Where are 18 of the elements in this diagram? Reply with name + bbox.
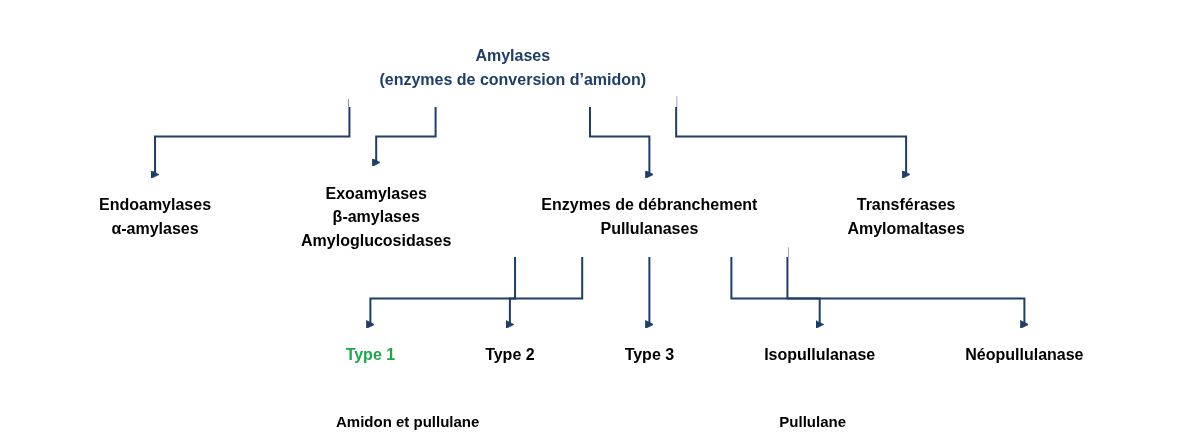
node-text: Exoamylases β-amylases Amyloglucosidases: [300, 184, 452, 250]
group-label: Amidon et pullulane: [336, 413, 480, 430]
group-label: Pullulane: [779, 413, 846, 430]
node-text: Endoamylases α-amylases: [98, 196, 211, 238]
node-text: Amylases (enzymes de conversion d’amidon): [379, 46, 646, 88]
node-text: Isopullulanase: [763, 346, 875, 364]
arrow: [644, 255, 654, 329]
arrow: [371, 105, 437, 167]
node-text: Type 1: [345, 346, 395, 364]
arrow: [505, 255, 583, 329]
arrow: [588, 105, 654, 179]
node-text: Transférases Amylomaltases: [847, 196, 965, 238]
node-text: Enzymes de débranchement Pullulanases: [541, 196, 758, 238]
arrow: [365, 255, 516, 329]
node-text: Type 3: [624, 346, 674, 364]
node-text: Néopullulanase: [965, 346, 1084, 364]
arrow: [730, 255, 824, 329]
node-text: Type 2: [484, 346, 535, 364]
